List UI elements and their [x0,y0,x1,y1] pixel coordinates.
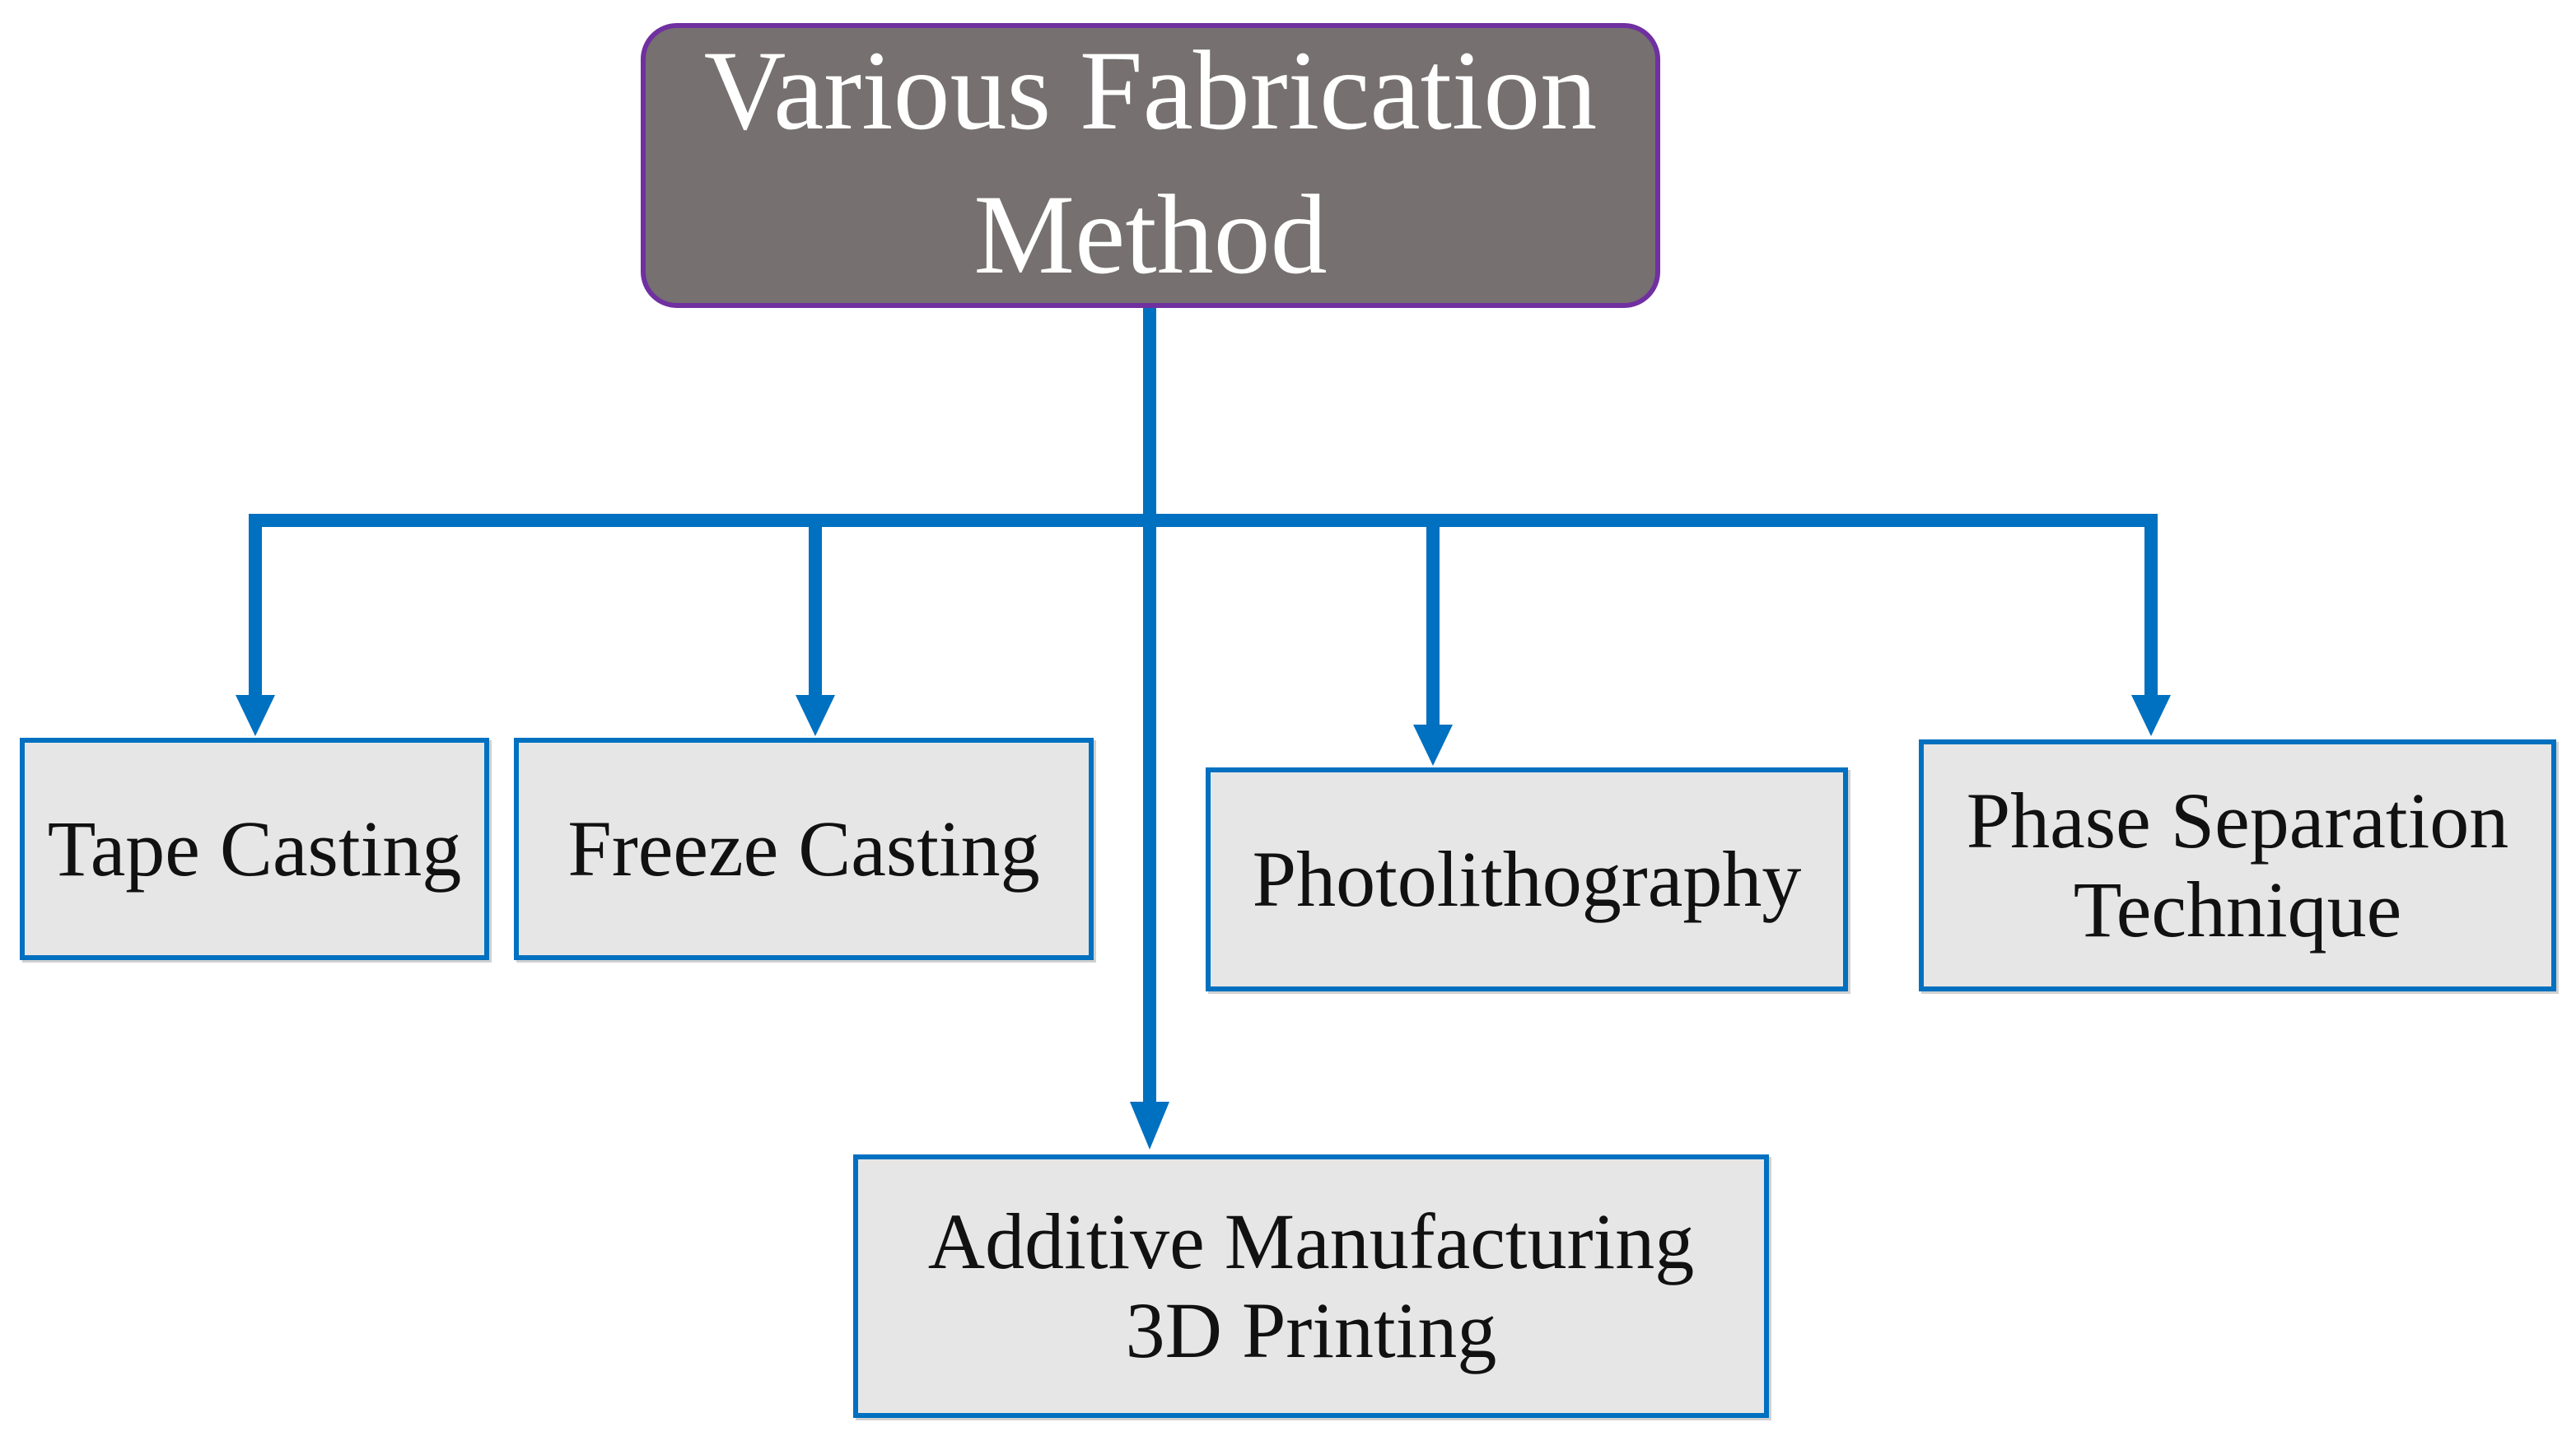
arrow-phase [2131,695,2171,736]
root-title-line1: Various Fabrication [703,26,1598,153]
arrow-freeze [796,695,835,736]
arrow-photo [1413,725,1453,766]
arrow-tape [236,695,275,736]
method-node-phase-separation: Phase Separation Technique [1919,739,2556,991]
method-node-freeze-casting: Freeze Casting [514,738,1094,960]
method-label: Tape Casting [47,804,462,893]
method-label: Photolithography [1252,835,1802,924]
arrow-additive [1130,1102,1169,1150]
method-label-line2: 3D Printing [1125,1286,1497,1374]
method-label-line2: Technique [2073,865,2402,954]
method-label: Freeze Casting [567,804,1040,893]
root-node: Various Fabrication Method [641,23,1660,308]
method-node-additive-manufacturing: Additive Manufacturing 3D Printing [853,1154,1769,1418]
method-label-line1: Phase Separation [1966,776,2509,865]
method-node-photolithography: Photolithography [1206,767,1848,991]
method-node-tape-casting: Tape Casting [20,738,489,960]
method-label-line1: Additive Manufacturing [927,1197,1695,1286]
root-title-line2: Method [973,171,1328,297]
